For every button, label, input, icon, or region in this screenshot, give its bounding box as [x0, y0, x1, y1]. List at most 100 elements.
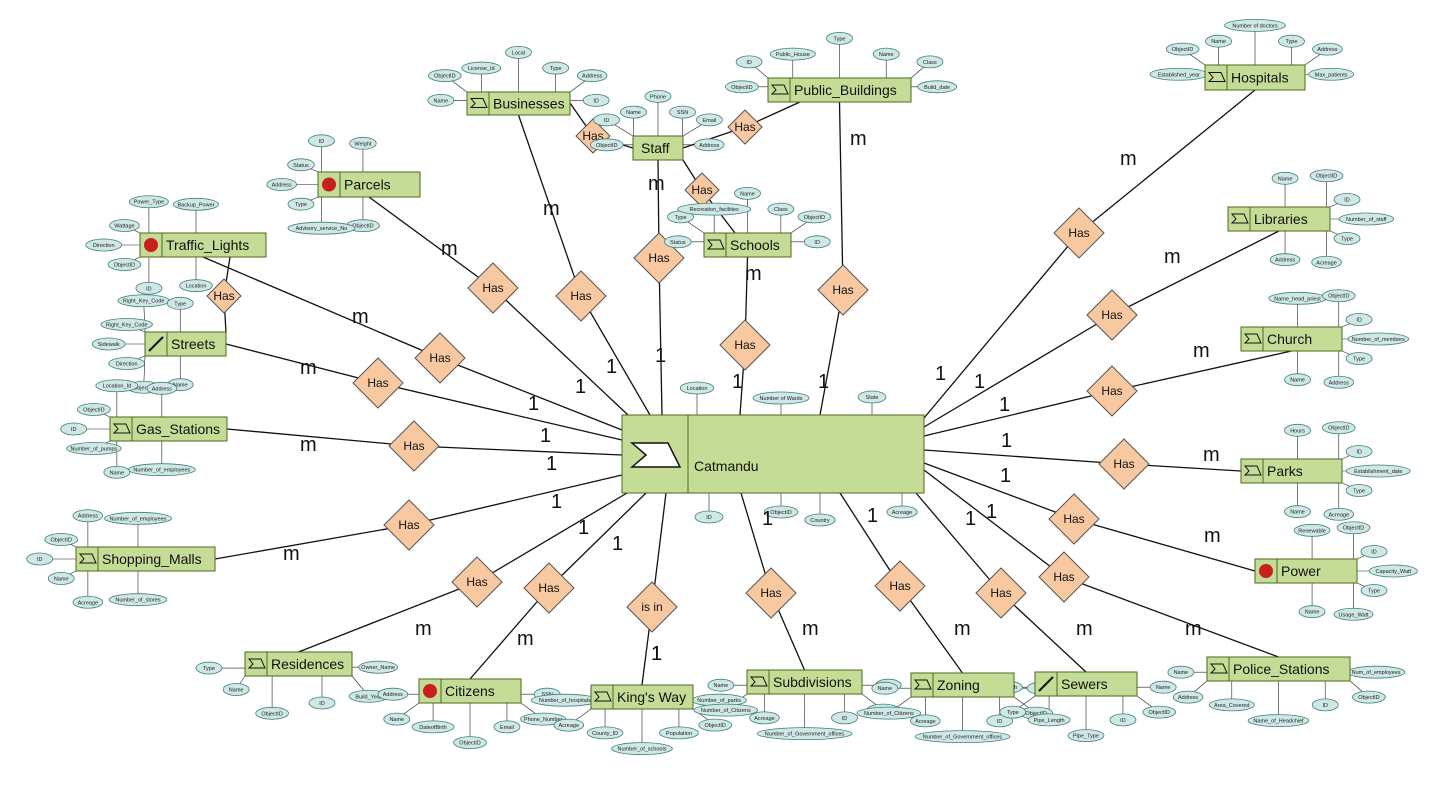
cardinality-center-sewers: 1: [965, 508, 976, 530]
entity-libraries: Libraries: [1227, 206, 1331, 232]
cardinality-entity-citizens: m: [517, 628, 534, 650]
relationship-residences: Has: [451, 556, 503, 608]
svg-text:State: State: [866, 395, 879, 401]
svg-text:Pipe_Length: Pipe_Length: [1034, 718, 1065, 724]
svg-text:ID: ID: [706, 515, 712, 521]
svg-text:Number_of_employees: Number_of_employees: [110, 516, 167, 522]
cardinality-entity-schools: m: [745, 263, 762, 285]
sewers-line-icon: [1038, 676, 1054, 692]
svg-text:Name: Name: [229, 688, 244, 694]
attribute-location-id: Location_Id: [95, 379, 139, 393]
svg-text:Has: Has: [734, 120, 755, 134]
attribute-objectid: ObjectID: [1165, 42, 1200, 56]
attribute-direction: Direction: [108, 357, 146, 370]
svg-text:Number_of_staff: Number_of_staff: [1346, 217, 1387, 223]
parcels-dot-icon: [322, 177, 336, 192]
attribute-number-of-schools: Number_of_schools: [611, 742, 673, 755]
entity-citizens: Citizens: [418, 678, 522, 704]
attribute-establishment-date: Establishment_date: [1346, 464, 1411, 478]
entity-parcels: Parcels: [317, 171, 421, 198]
center-flag-icon: [629, 442, 682, 468]
relationship-label: Has: [1101, 308, 1122, 322]
entity-name: Shopping_Malls: [102, 551, 202, 567]
relationship-schools-staff: Has: [684, 172, 720, 208]
svg-text:Address: Address: [1317, 47, 1337, 53]
svg-text:Build_Year: Build_Year: [355, 694, 382, 700]
attribute-id: ID: [1345, 313, 1373, 326]
attribute-address: Address: [146, 381, 178, 395]
svg-text:Number_of_Citizens: Number_of_Citizens: [864, 711, 914, 717]
attribute-state: State: [857, 390, 887, 404]
attribute-objectid: ObjectID: [763, 505, 799, 519]
svg-text:ObjectID: ObjectID: [1025, 711, 1046, 717]
svg-text:Location: Location: [186, 284, 207, 290]
attribute-name: Name: [871, 681, 899, 695]
attribute-email: Email: [493, 720, 521, 734]
entity-power: Power: [1254, 558, 1358, 584]
attribute-name: Name: [383, 712, 411, 726]
attribute-id: ID: [308, 696, 336, 710]
svg-text:ID: ID: [814, 240, 820, 246]
entity-hospitals: Hospitals: [1204, 64, 1306, 91]
svg-text:Area_Covered: Area_Covered: [1214, 703, 1249, 709]
svg-text:ObjectID: ObjectID: [434, 74, 455, 80]
svg-text:Acreage: Acreage: [915, 719, 936, 725]
svg-text:Has: Has: [213, 289, 234, 303]
entity-schools: Schools: [703, 232, 792, 258]
attribute-name-head-priest: Name_head_priest: [1268, 291, 1327, 305]
parks-flag-icon: [1243, 465, 1262, 476]
svg-text:ID: ID: [997, 719, 1003, 725]
attribute-address: Address: [576, 69, 608, 83]
svg-text:Address: Address: [78, 514, 98, 520]
svg-text:ObjectID: ObjectID: [731, 85, 752, 91]
cardinality-entity-traffic-lights: m: [352, 306, 369, 328]
svg-text:Number_of_stores: Number_of_stores: [115, 598, 160, 604]
svg-text:ObjectID: ObjectID: [1343, 526, 1364, 532]
svg-text:Acreage: Acreage: [754, 716, 775, 722]
svg-text:County_ID: County_ID: [592, 731, 618, 737]
attribute-backup-power: Backup_Power: [172, 197, 219, 211]
relationship-public-buildings-staff: Has: [727, 109, 763, 145]
svg-text:Power_Type: Power_Type: [134, 200, 165, 206]
entity-church: Church: [1240, 326, 1343, 352]
attribute-acreage: Acreage: [886, 505, 918, 519]
cardinality-center-businesses: 1: [575, 376, 586, 398]
cardinality-entity-police-stations: m: [1185, 618, 1202, 640]
shopping-malls-flag-icon: [78, 553, 97, 564]
attribute-pipe-type: Pipe_Type: [1067, 729, 1105, 742]
svg-text:ObjectID: ObjectID: [596, 143, 617, 149]
relationship-label: Has: [1053, 570, 1074, 584]
cardinality-entity-king-s-way: 1: [651, 643, 662, 665]
attribute-type: Type: [195, 661, 223, 675]
attribute-advisory-service-no: Advisory_service_No: [287, 221, 356, 235]
attribute-recreation-facilities: Recreation_facilities: [677, 202, 752, 216]
svg-text:ID: ID: [1356, 450, 1362, 456]
attribute-name: Name: [1167, 665, 1195, 679]
svg-text:Type: Type: [1341, 236, 1353, 242]
cardinality-entity-residences: m: [415, 618, 432, 640]
attribute-id: ID: [1345, 445, 1373, 458]
attribute-right-key-code: Right_Key_Code: [117, 294, 170, 308]
cardinality-center-traffic-lights: 1: [528, 393, 539, 415]
svg-text:Acreage: Acreage: [559, 723, 580, 729]
cardinality-center-staff: 1: [655, 345, 666, 367]
cardinality-center-schools: 1: [732, 371, 743, 393]
cardinality-center-residences: 1: [578, 517, 589, 539]
svg-text:Status: Status: [293, 163, 309, 169]
cardinality-entity-sewers: m: [1076, 618, 1093, 640]
attribute-id: ID: [308, 134, 335, 148]
entity-gas-stations: Gas_Stations: [109, 416, 228, 442]
svg-text:Number_of_pumps: Number_of_pumps: [70, 446, 117, 452]
relationship-streets: Has: [352, 357, 404, 409]
attribute-max-patients: Max_patients: [1308, 67, 1355, 81]
svg-text:Name: Name: [1211, 39, 1226, 45]
attribute-acreage: Acreage: [1311, 255, 1342, 269]
power-dot-icon: [1259, 564, 1273, 578]
cardinality-center-citizens: 1: [612, 533, 623, 555]
relationship-label: Has: [429, 351, 450, 365]
relationship-label: Has: [760, 586, 781, 600]
attribute-phone: Phone: [644, 90, 672, 103]
svg-text:Class: Class: [774, 207, 788, 213]
cardinality-entity-hospitals: m: [1120, 148, 1137, 170]
attribute-name-of-headchief: Name_of_Headchief: [1247, 714, 1310, 727]
